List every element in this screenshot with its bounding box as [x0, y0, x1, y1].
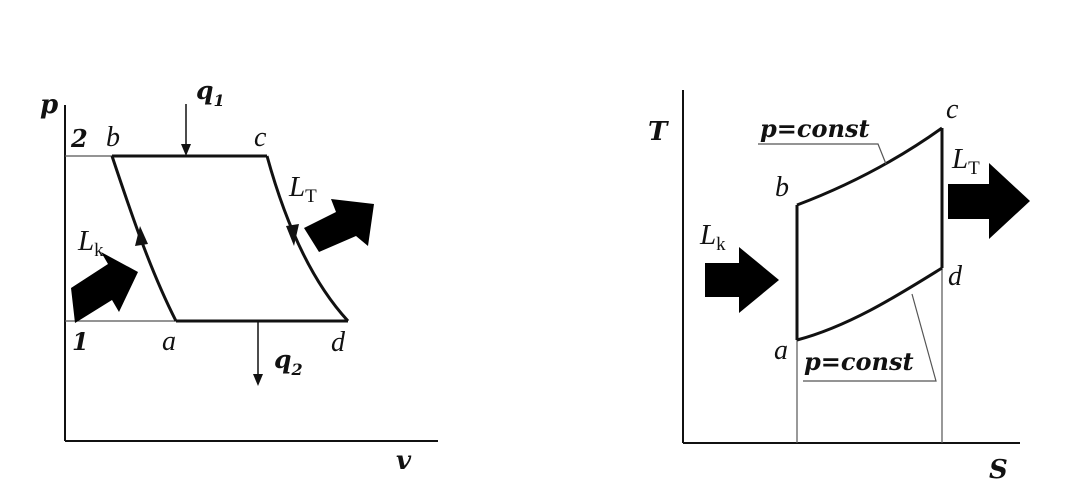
- pv-pressure-1-label: 1: [72, 327, 89, 356]
- pv-diagram: p v 2 1 b c a d q1 q2 Lk LT: [40, 76, 438, 476]
- pv-heat-in-label: q1: [196, 76, 225, 110]
- ts-lower-isobar-leader: [803, 293, 937, 382]
- pv-point-c-label: c: [254, 122, 267, 153]
- pv-compressor-work-label: Lk: [77, 225, 104, 261]
- ts-y-axis-label: T: [648, 117, 669, 147]
- pv-heat-in-arrowhead: [181, 144, 191, 156]
- pv-heat-out-arrowhead: [253, 374, 263, 386]
- ts-turbine-work-label: LT: [951, 143, 980, 179]
- pv-turbine-work-arrow: [304, 199, 374, 252]
- ts-upper-isobar-leader: [758, 143, 887, 165]
- pv-pressure-2-label: 2: [70, 124, 88, 153]
- pv-point-a-label: a: [162, 326, 176, 357]
- ts-lower-isobar-label: p=const: [804, 347, 914, 376]
- pv-y-axis-label: p: [40, 90, 58, 120]
- ts-point-d-label: d: [948, 261, 963, 292]
- pv-expansion-direction-arrow: [286, 224, 299, 246]
- pv-turbine-work-label: LT: [288, 171, 317, 207]
- ts-upper-isobar-label: p=const: [760, 114, 870, 143]
- ts-x-axis-label: S: [989, 455, 1008, 485]
- ts-point-a-label: a: [774, 335, 788, 366]
- pv-heat-out-label: q2: [274, 345, 303, 379]
- pv-compression-direction-arrow: [135, 226, 148, 246]
- ts-isobar-da: [796, 266, 943, 342]
- pv-point-b-label: b: [106, 122, 120, 153]
- ts-turbine-work-arrow: [948, 163, 1030, 239]
- pv-point-d-label: d: [331, 327, 346, 358]
- ts-point-b-label: b: [775, 172, 789, 203]
- ts-compressor-work-label: Lk: [699, 219, 726, 255]
- ts-compressor-work-arrow: [705, 247, 779, 313]
- pv-expansion-cd: [265, 155, 350, 323]
- ts-isobar-bc: [796, 126, 943, 207]
- pv-x-axis-label: v: [396, 446, 412, 476]
- ts-diagram: T S c b d a p=const p=const Lk LT: [648, 90, 1030, 485]
- ts-point-c-label: c: [946, 94, 959, 125]
- pv-compressor-work-arrow: [71, 252, 138, 323]
